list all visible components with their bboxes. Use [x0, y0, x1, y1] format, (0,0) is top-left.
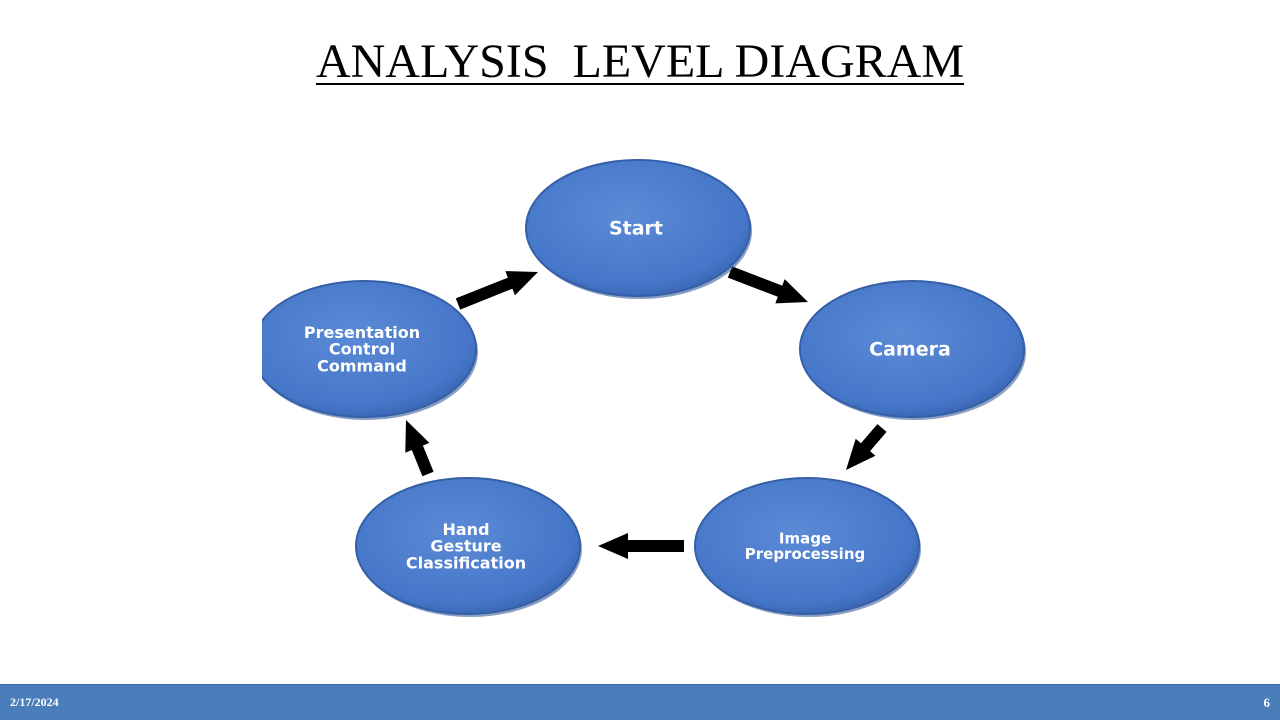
arrow-hand-gesture-classification-to-presentation-control-command	[405, 420, 434, 477]
node-circle	[694, 477, 920, 615]
arrow-camera-to-image-preprocessing	[846, 424, 887, 470]
node-circle	[262, 280, 477, 418]
page-number: 6	[1263, 695, 1271, 710]
arrow-presentation-control-command-to-start	[455, 271, 538, 310]
arrow-image-preprocessing-to-hand-gesture-classification	[598, 533, 684, 559]
node-label-line: Control	[329, 340, 395, 359]
node-label-line: Command	[317, 356, 407, 375]
node-circle	[525, 159, 751, 297]
node-label-line: Start	[609, 218, 663, 240]
node-circle	[355, 477, 581, 615]
footer-date: 2/17/2024	[10, 695, 59, 709]
arrow-start-to-camera	[727, 266, 808, 304]
node-circle	[799, 280, 1025, 418]
node-camera: Camera	[799, 280, 1026, 420]
slide-title-text: ANALYSIS LEVEL DIAGRAM	[315, 35, 965, 88]
node-label-line: Preprocessing	[745, 545, 865, 563]
node-start: Start	[525, 159, 752, 299]
node-label-line: Camera	[869, 339, 951, 361]
node-label-line: Hand	[442, 520, 489, 539]
slide-title: ANALYSIS LEVEL DIAGRAM	[0, 35, 1280, 89]
node-label-line: Gesture	[430, 537, 501, 556]
footer-bar: 2/17/2024 6	[0, 684, 1280, 720]
node-label-line: Image	[779, 529, 831, 547]
node-label-line: Classification	[406, 553, 526, 572]
arrows-layer	[405, 266, 887, 559]
node-label-line: Presentation	[304, 323, 420, 342]
